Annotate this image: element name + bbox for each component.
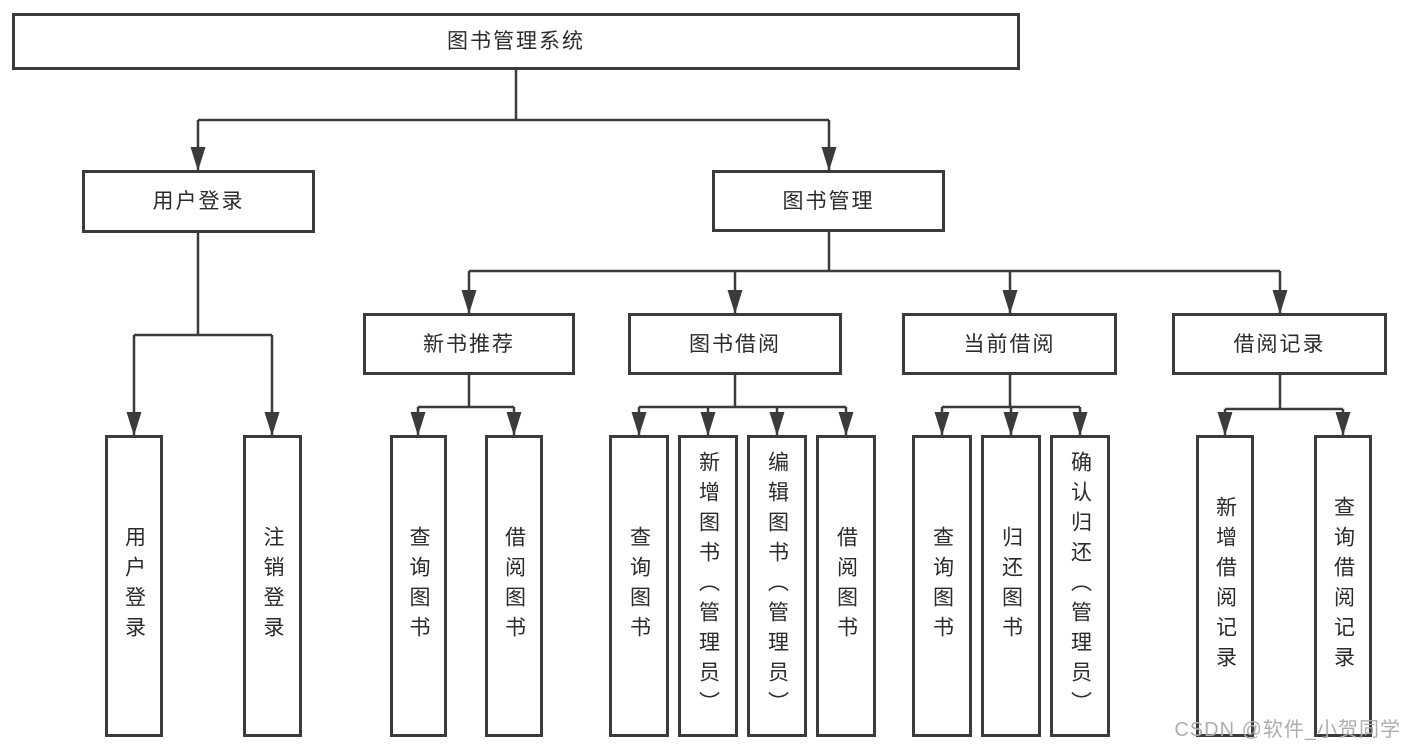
node-borrow-records: 借阅记录 — [1172, 313, 1387, 375]
leaf-edit-book-admin: 编辑图书（管理员） — [747, 435, 807, 737]
leaf-query-books-2: 查询图书 — [609, 435, 669, 737]
node-user-login-label: 用户登录 — [152, 190, 245, 213]
node-current-borrow-label: 当前借阅 — [963, 332, 1056, 356]
leaf-query-borrow-record: 查询借阅记录 — [1314, 435, 1372, 737]
leaf-query-books-3-label: 查询图书 — [930, 526, 954, 646]
leaf-confirm-return-admin: 确认归还（管理员） — [1050, 435, 1110, 737]
leaf-edit-book-admin-label: 编辑图书（管理员） — [765, 451, 789, 721]
leaf-return-book: 归还图书 — [981, 435, 1041, 737]
connector-book-management-bar — [469, 232, 1280, 273]
leaf-add-book-admin: 新增图书（管理员） — [678, 435, 738, 737]
leaf-logout: 注销登录 — [243, 435, 302, 737]
node-book-management-label: 图书管理 — [782, 189, 875, 213]
node-book-borrow: 图书借阅 — [628, 313, 842, 375]
node-new-book-recommend-label: 新书推荐 — [423, 332, 515, 356]
leaf-add-borrow-record: 新增借阅记录 — [1196, 435, 1254, 737]
leaf-user-login-label: 用户登录 — [122, 526, 146, 646]
connector-current-borrow-bar — [942, 375, 1080, 409]
node-book-borrow-label: 图书借阅 — [689, 332, 781, 356]
leaf-user-login: 用户登录 — [105, 435, 163, 737]
leaf-borrow-books-1: 借阅图书 — [485, 435, 543, 737]
node-root-label: 图书管理系统 — [447, 30, 585, 53]
connector-new-book-bar — [418, 375, 514, 409]
node-book-management: 图书管理 — [712, 170, 945, 232]
leaf-add-book-admin-label: 新增图书（管理员） — [696, 451, 720, 721]
leaf-query-books-2-label: 查询图书 — [627, 526, 651, 646]
leaf-return-book-label: 归还图书 — [999, 526, 1023, 646]
connector-borrow-records-bar — [1225, 375, 1343, 411]
leaf-query-borrow-record-label: 查询借阅记录 — [1331, 496, 1355, 676]
leaf-confirm-return-admin-label: 确认归还（管理员） — [1068, 451, 1092, 721]
node-borrow-records-label: 借阅记录 — [1233, 332, 1326, 356]
node-current-borrow: 当前借阅 — [902, 313, 1117, 375]
leaf-query-books-3: 查询图书 — [912, 435, 972, 737]
node-user-login: 用户登录 — [82, 170, 315, 233]
leaf-logout-label: 注销登录 — [261, 526, 284, 646]
leaf-borrow-books-2-label: 借阅图书 — [834, 526, 858, 646]
leaf-borrow-books-2: 借阅图书 — [816, 435, 876, 737]
node-root: 图书管理系统 — [12, 13, 1020, 70]
node-new-book-recommend: 新书推荐 — [363, 313, 575, 375]
leaf-add-borrow-record-label: 新增借阅记录 — [1213, 496, 1237, 676]
connector-book-borrow-bar — [639, 375, 846, 409]
leaf-query-books-1-label: 查询图书 — [407, 526, 430, 646]
connector-root-bar — [198, 70, 829, 122]
csdn-watermark: CSDN @软件_小贺同学 — [1174, 719, 1401, 741]
leaf-query-books-1: 查询图书 — [390, 435, 447, 737]
connector-user-login-bar — [134, 233, 272, 337]
leaf-borrow-books-1-label: 借阅图书 — [502, 526, 526, 646]
